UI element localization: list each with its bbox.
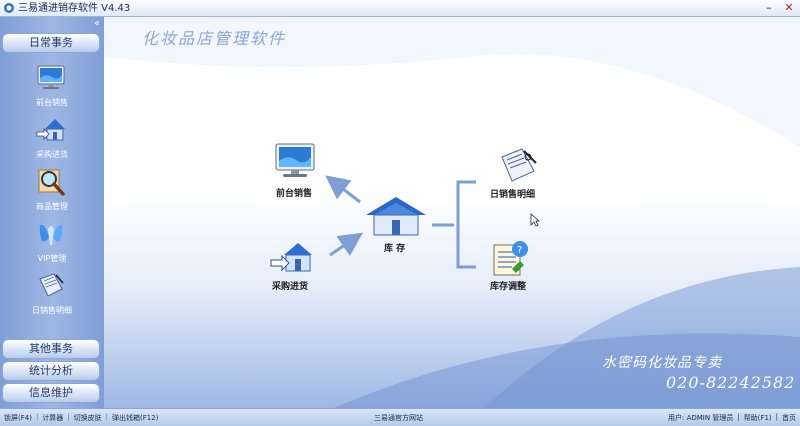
store-name-watermark: 水密码化妆品专卖	[602, 355, 722, 371]
background-swoosh	[104, 17, 800, 408]
node-purchase[interactable]: 采购进货	[270, 239, 330, 299]
open-cash-drawer-link[interactable]: 弹出钱箱(F12)	[112, 414, 159, 422]
node-label: 日销售明细	[490, 190, 536, 200]
section-info-maintenance[interactable]: 信息维护	[2, 383, 100, 403]
house-icon	[366, 197, 426, 236]
collapse-icon[interactable]: «	[93, 18, 100, 29]
status-bar: 锁屏(F4) | 计算器 | 切换皮肤 | 弹出钱箱(F12) 三易通官方网站 …	[0, 408, 800, 426]
house-arrow-icon	[270, 243, 312, 272]
sidebar-item-label: 采购进货	[36, 150, 68, 159]
sidebar-item-label: 前台销售	[36, 98, 68, 107]
sidebar-item-product[interactable]: 商品管理	[0, 167, 104, 217]
separator: |	[105, 413, 109, 421]
phone-watermark: 020-82242582	[666, 373, 796, 392]
calculator-link[interactable]: 计算器	[42, 414, 64, 422]
app-title: 化妆品店管理软件	[142, 29, 287, 48]
sidebar: « 日常事务 前台销售 采购进货	[0, 17, 104, 408]
ledger-icon: ?	[493, 241, 528, 276]
cursor-icon	[530, 213, 540, 227]
house-arrow-icon	[36, 119, 65, 141]
node-label: 库 存	[384, 244, 406, 254]
sidebar-item-front-sales[interactable]: 前台销售	[0, 63, 104, 113]
main-panel: 化妆品店管理软件 前台销售 采购进货	[104, 17, 800, 408]
sidebar-item-daily-detail[interactable]: 日销售明细	[0, 271, 104, 321]
home-link[interactable]: 首页	[782, 414, 796, 422]
window-title: 三易通进销存软件 V4.43	[18, 3, 131, 14]
minimize-button[interactable]: –	[766, 1, 772, 14]
notepad-icon	[39, 273, 64, 297]
official-website-link[interactable]: 三易通官方网站	[374, 414, 423, 422]
separator: |	[67, 413, 70, 421]
node-label: 采购进货	[272, 282, 309, 292]
sidebar-item-vip[interactable]: VIP管理	[0, 219, 104, 269]
node-label: 前台销售	[276, 189, 313, 199]
switch-skin-link[interactable]: 切换皮肤	[73, 414, 102, 422]
node-stock-adjust[interactable]: ? 库存调整	[486, 239, 556, 299]
close-button[interactable]: ✕	[784, 1, 794, 14]
monitor-icon	[37, 65, 65, 89]
section-statistics[interactable]: 统计分析	[2, 361, 100, 381]
title-bar: 三易通进销存软件 V4.43 – ✕	[0, 0, 800, 17]
sidebar-item-label: 日销售明细	[32, 306, 72, 315]
current-user: 用户: ADMIN 管理员	[668, 414, 734, 422]
node-daily-detail[interactable]: 日销售明细	[486, 147, 556, 207]
app-icon	[4, 3, 14, 13]
svg-text:?: ?	[517, 245, 522, 256]
sidebar-item-label: 商品管理	[36, 202, 68, 211]
node-label: 库存调整	[490, 282, 527, 292]
separator: |	[737, 413, 740, 421]
help-link[interactable]: 帮助(F1)	[743, 414, 772, 422]
node-front-sales[interactable]: 前台销售	[272, 142, 332, 202]
section-daily-tasks[interactable]: 日常事务	[2, 33, 100, 53]
vip-icon	[39, 224, 63, 245]
notepad-icon	[501, 148, 537, 182]
sidebar-item-purchase[interactable]: 采购进货	[0, 115, 104, 165]
magnifier-icon	[38, 169, 65, 196]
node-inventory[interactable]: 库 存	[362, 195, 432, 255]
sidebar-item-label: VIP管理	[37, 254, 67, 263]
monitor-icon	[275, 143, 315, 177]
section-other-tasks[interactable]: 其他事务	[2, 339, 100, 359]
separator: |	[775, 413, 778, 421]
lock-screen-link[interactable]: 锁屏(F4)	[4, 414, 32, 422]
separator: |	[35, 413, 39, 421]
